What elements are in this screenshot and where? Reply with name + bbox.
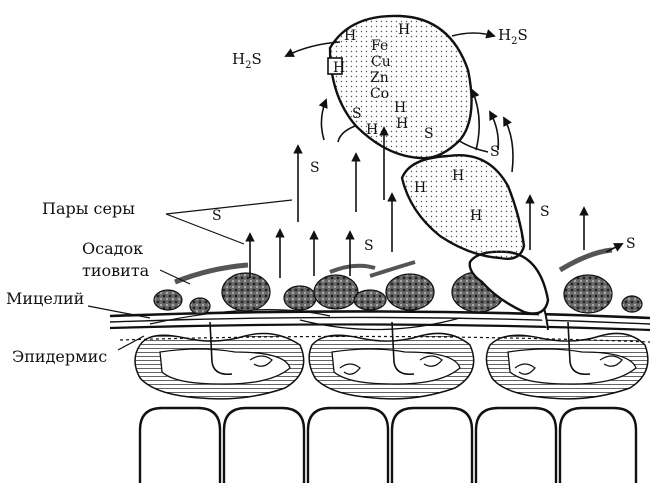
h-symbol: H	[398, 22, 410, 38]
s-symbol: S	[352, 106, 362, 122]
element-zn: Zn	[370, 70, 389, 86]
haustorium	[486, 322, 647, 399]
s-symbol: S	[626, 236, 636, 252]
element-fe: Fe	[371, 38, 388, 54]
thiovit-granule	[622, 296, 642, 312]
sulfur-vapor-label: Пары серы	[42, 199, 135, 218]
conidia-chain	[328, 16, 548, 330]
thiovit-label-line2: тиовита	[82, 261, 150, 280]
epidermal-cells	[140, 408, 636, 483]
h-symbol: H	[366, 122, 378, 138]
s-symbol: S	[540, 204, 550, 220]
metal-elements: Fe Cu Zn Co	[370, 38, 391, 102]
epidermal-cell	[476, 408, 556, 483]
s-symbol: S	[424, 126, 434, 142]
h-symbol: H	[470, 208, 482, 224]
thiovit-streak	[330, 266, 375, 272]
thiovit-granule	[222, 273, 270, 311]
s-symbol: S	[310, 160, 320, 176]
epidermis-label: Эпидермис	[12, 347, 107, 366]
thiovit-deposits	[154, 250, 642, 314]
h-symbol: H	[452, 168, 464, 184]
s-symbol: S	[490, 144, 500, 160]
thiovit-granule	[284, 286, 316, 310]
h-symbol: H	[344, 28, 356, 44]
h-symbol: H	[396, 116, 408, 132]
epidermal-cell	[560, 408, 636, 483]
mycelium-label: Мицелий	[6, 289, 84, 308]
h-symbol: H	[394, 100, 406, 116]
h-symbol: H	[414, 180, 426, 196]
s-symbol: S	[364, 238, 374, 254]
haustoria	[135, 322, 648, 399]
h2s-right-label: H2S	[498, 26, 528, 47]
thiovit-label-line1: Осадок	[82, 239, 143, 258]
thiovit-granule	[314, 275, 358, 309]
haustorium	[309, 322, 474, 399]
epidermal-cell	[224, 408, 304, 483]
element-co: Co	[370, 86, 389, 102]
thiovit-granule	[190, 298, 210, 314]
thiovit-granule	[354, 290, 386, 310]
thiovit-granule	[154, 290, 182, 310]
thiovit-granule	[386, 274, 434, 310]
thiovit-streak	[560, 250, 612, 270]
haustorium	[135, 322, 304, 399]
thiovit-granule	[564, 275, 612, 313]
sulfur-vapor-s: S	[212, 208, 222, 224]
h2s-left-label: H2S	[232, 50, 262, 71]
h-symbol: H	[333, 60, 345, 76]
element-cu: Cu	[371, 54, 391, 70]
epidermal-cell	[140, 408, 220, 483]
epidermal-cell	[308, 408, 388, 483]
epidermal-cell	[392, 408, 472, 483]
